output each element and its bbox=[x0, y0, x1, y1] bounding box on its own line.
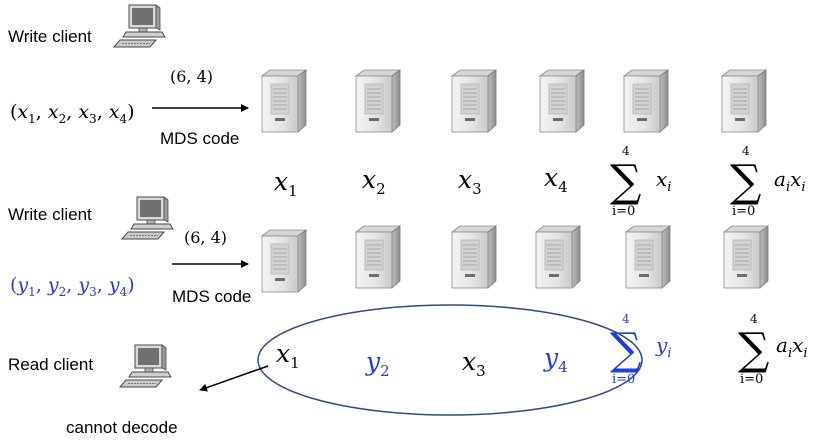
computer-icon bbox=[119, 344, 172, 388]
svg-text:4: 4 bbox=[622, 144, 630, 158]
server-icon bbox=[451, 225, 497, 289]
arrow-icon bbox=[199, 365, 269, 392]
write-client-label-middle: Write client bbox=[8, 205, 92, 224]
svg-text:i=0: i=0 bbox=[740, 372, 763, 387]
parity-sum-ax: 4 ∑ i=0 aixi bbox=[730, 144, 806, 219]
code-params-middle: (6, 4) bbox=[184, 228, 227, 247]
code-params-top: (6, 4) bbox=[170, 67, 213, 86]
server-icon bbox=[355, 225, 401, 289]
server-icon bbox=[451, 69, 497, 133]
svg-text:∑: ∑ bbox=[738, 324, 769, 375]
stored-symbol-3: x3 bbox=[458, 165, 482, 198]
data-tuple-x: (x1, x2, x3, x4) bbox=[10, 101, 135, 126]
read-symbol-2: y2 bbox=[365, 347, 390, 380]
computer-icon bbox=[121, 196, 174, 240]
svg-text:aixi: aixi bbox=[776, 333, 808, 361]
stored-symbol-4: x4 bbox=[544, 163, 568, 196]
server-icon bbox=[625, 225, 671, 289]
svg-text:aixi: aixi bbox=[774, 167, 806, 195]
read-quorum-ellipse bbox=[257, 304, 643, 416]
decode-status: cannot decode bbox=[66, 418, 178, 437]
read-symbol-1: x1 bbox=[276, 339, 300, 372]
svg-text:∑: ∑ bbox=[730, 156, 761, 207]
server-icon bbox=[535, 225, 581, 289]
parity-sum-x: 4 ∑ i=0 xi bbox=[610, 144, 671, 219]
svg-text:∑: ∑ bbox=[610, 156, 641, 207]
svg-text:xi: xi bbox=[656, 167, 671, 195]
svg-text:i=0: i=0 bbox=[732, 204, 755, 219]
svg-text:4: 4 bbox=[622, 312, 630, 326]
server-icon bbox=[355, 69, 401, 133]
computer-icon bbox=[113, 4, 166, 48]
read-client-label: Read client bbox=[8, 355, 93, 374]
stored-symbol-1: x1 bbox=[274, 167, 298, 200]
svg-text:∑: ∑ bbox=[610, 324, 641, 375]
read-symbol-3: x3 bbox=[462, 347, 486, 380]
svg-text:i=0: i=0 bbox=[612, 204, 635, 219]
server-icon bbox=[623, 69, 669, 133]
read-parity-sum-ax: 4 ∑ i=0 aixi bbox=[738, 312, 808, 387]
server-icon bbox=[723, 225, 769, 289]
stored-symbol-2: x2 bbox=[362, 165, 386, 198]
code-name-top: MDS code bbox=[160, 129, 239, 148]
svg-text:i=0: i=0 bbox=[612, 372, 635, 387]
svg-text:yi: yi bbox=[655, 333, 671, 361]
write-client-label-top: Write client bbox=[8, 27, 92, 46]
server-icon bbox=[261, 69, 307, 133]
read-parity-sum-y: 4 ∑ i=0 yi bbox=[610, 312, 671, 387]
code-name-middle: MDS code bbox=[172, 287, 251, 306]
server-icon bbox=[721, 69, 767, 133]
svg-text:4: 4 bbox=[750, 312, 758, 326]
server-icon bbox=[539, 69, 585, 133]
svg-text:4: 4 bbox=[742, 144, 750, 158]
data-tuple-y: (y1, y2, y3, y4) bbox=[10, 274, 135, 299]
server-icon bbox=[261, 229, 307, 293]
read-symbol-4: y4 bbox=[543, 343, 568, 376]
